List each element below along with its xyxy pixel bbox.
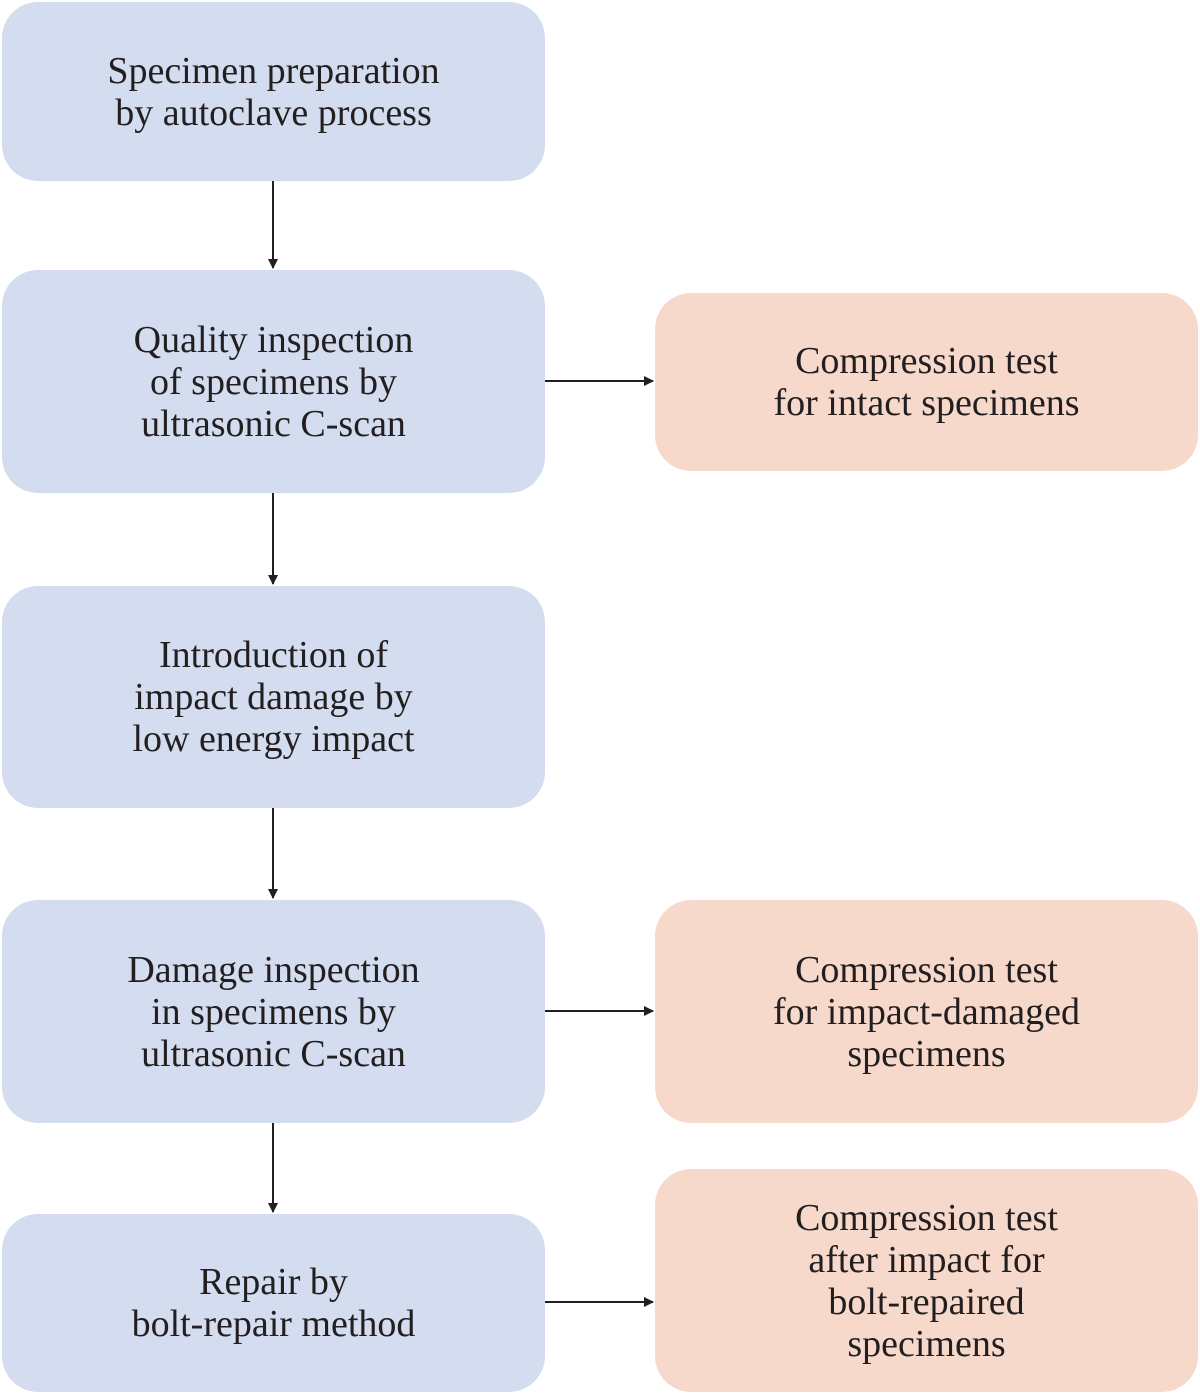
step-line: low energy impact	[132, 718, 415, 760]
test-intact: Compression test for intact specimens	[655, 293, 1198, 471]
step-damage-inspection: Damage inspection in specimens by ultras…	[2, 900, 545, 1123]
step-specimen-preparation: Specimen preparation by autoclave proces…	[2, 2, 545, 181]
step-line: Damage inspection	[127, 948, 420, 991]
step-line: Quality inspection	[133, 318, 414, 361]
test-bolt-repaired: Compression test after impact for bolt-r…	[655, 1169, 1198, 1392]
test-line: specimens	[847, 1032, 1006, 1075]
test-line: after impact for	[808, 1238, 1045, 1281]
test-line: Compression test	[795, 340, 1058, 382]
step-quality-inspection: Quality inspection of specimens by ultra…	[2, 270, 545, 493]
step-line: Introduction of	[158, 634, 388, 676]
test-line: Compression test	[795, 948, 1058, 991]
step-line: Specimen preparation	[107, 49, 440, 92]
step-line: in specimens by	[151, 990, 396, 1033]
test-line: Compression test	[795, 1196, 1058, 1239]
test-line: for impact-damaged	[772, 990, 1081, 1033]
step-line: of specimens by	[150, 360, 397, 403]
test-line: bolt-repaired	[828, 1280, 1025, 1323]
step-line: Repair by	[199, 1261, 348, 1303]
test-line: for intact specimens	[773, 382, 1080, 424]
step-line: ultrasonic C-scan	[141, 1032, 406, 1075]
test-line: specimens	[847, 1322, 1006, 1365]
test-impact-damaged: Compression test for impact-damaged spec…	[655, 900, 1198, 1123]
step-bolt-repair: Repair by bolt-repair method	[2, 1214, 545, 1392]
step-line: by autoclave process	[115, 91, 432, 134]
step-impact-damage: Introduction of impact damage by low ene…	[2, 586, 545, 808]
step-line: bolt-repair method	[131, 1303, 416, 1345]
step-line: impact damage by	[134, 676, 413, 718]
step-line: ultrasonic C-scan	[141, 402, 406, 445]
